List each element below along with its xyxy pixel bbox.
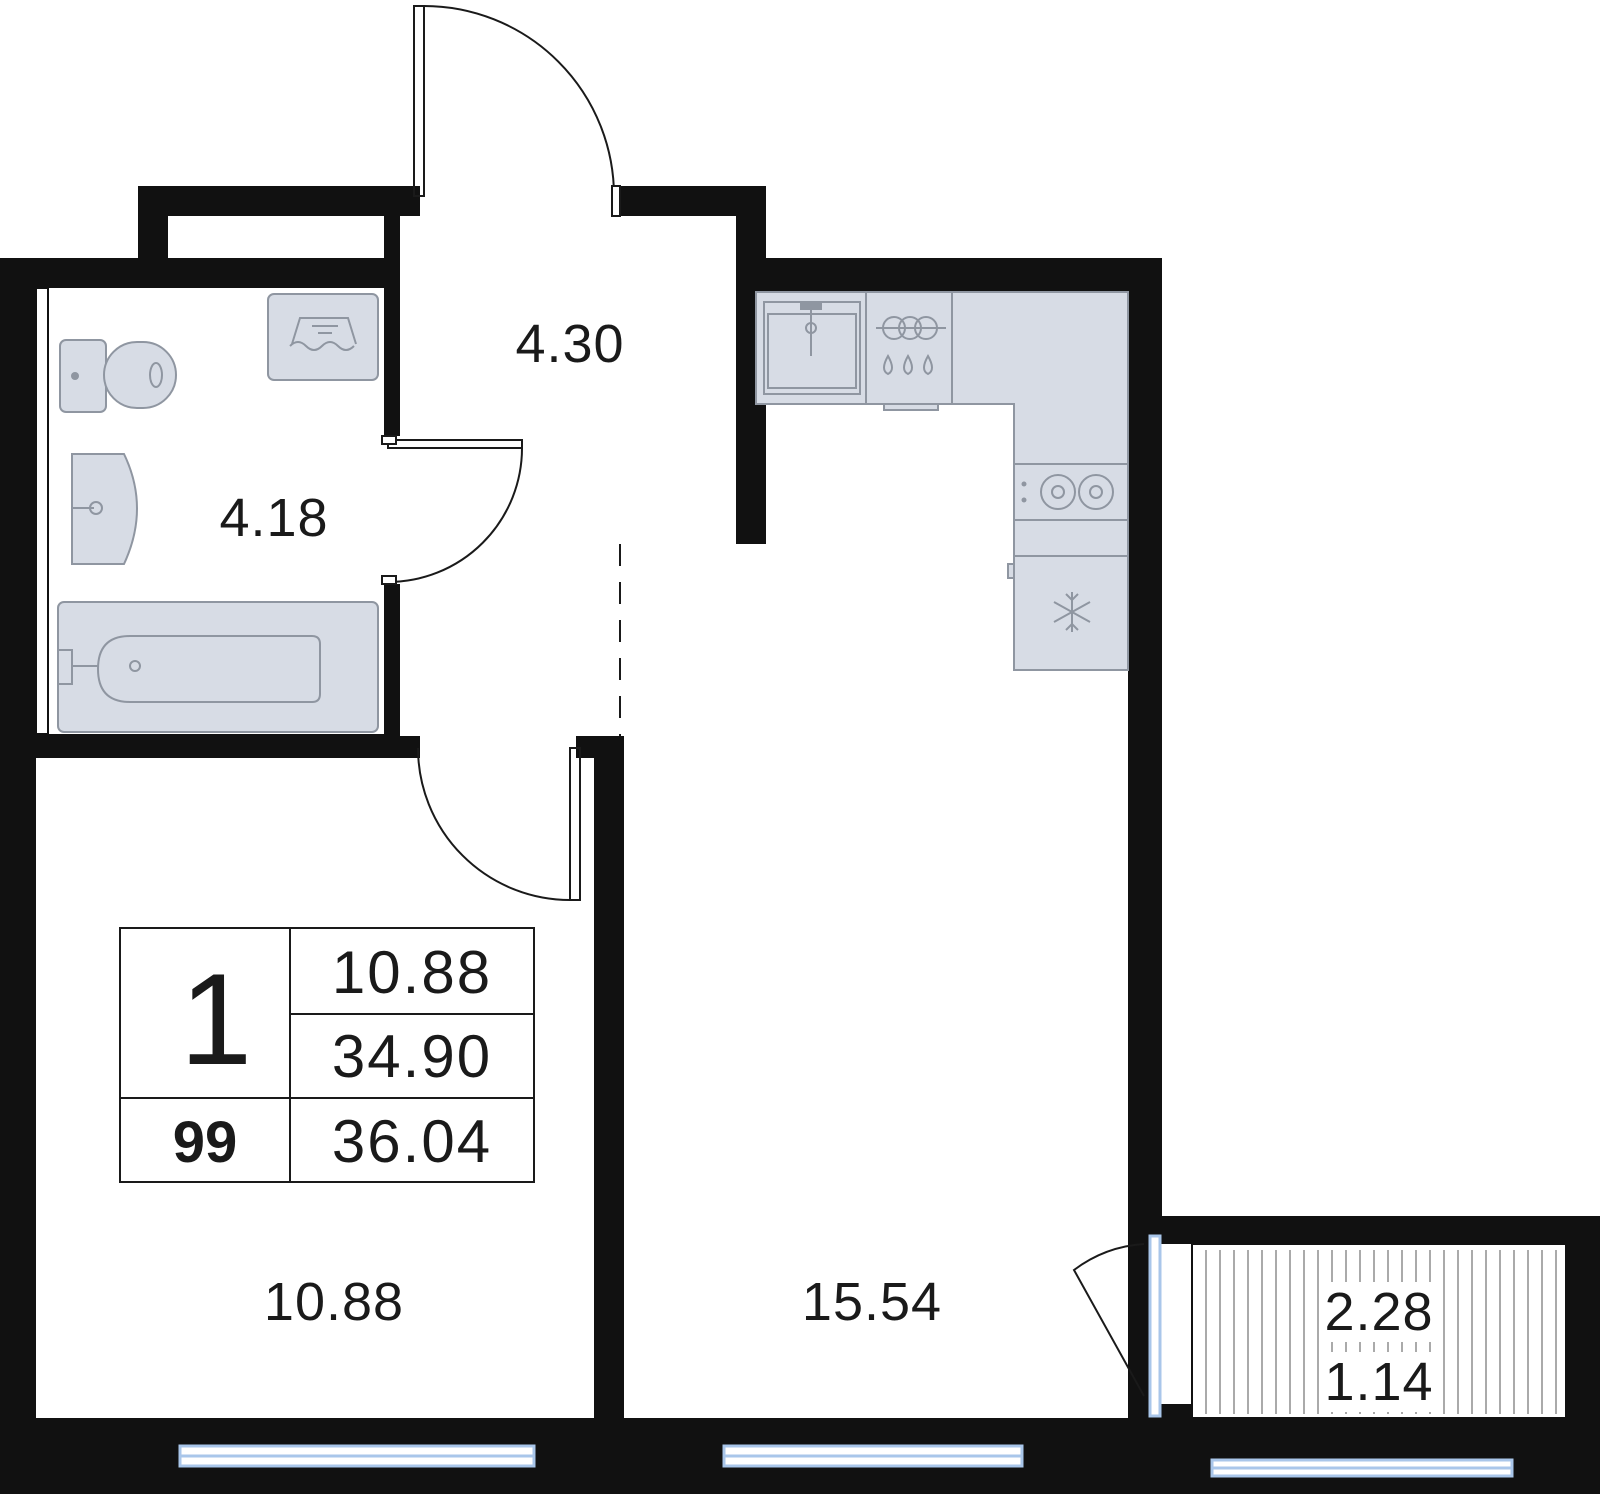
- cooktop-icon: [1013, 463, 1129, 521]
- bedroom-area: 10.88: [264, 1272, 404, 1332]
- entrance-door: [413, 5, 425, 197]
- balcony-door-glass: [1148, 1234, 1162, 1418]
- balcony-door: [1072, 1243, 1145, 1397]
- sink-icon: [71, 453, 138, 565]
- living-area: 10.88: [332, 939, 492, 1006]
- windows: [178, 1234, 1514, 1478]
- total-area-with-balcony: 36.04: [332, 1108, 492, 1175]
- toilet-icon: [59, 339, 177, 413]
- dishwasher-icon: [865, 291, 953, 411]
- bathroom-area: 4.18: [219, 488, 328, 548]
- kitchen-living-area: 15.54: [802, 1272, 942, 1332]
- doors: [381, 5, 1145, 1397]
- washing-machine-icon: [267, 293, 379, 381]
- bedroom-door: [569, 747, 581, 901]
- apartment-number: 99: [173, 1110, 238, 1175]
- total-area: 34.90: [332, 1023, 492, 1090]
- hall-area: 4.30: [515, 314, 624, 374]
- balcony-area-reduced: 1.14: [1324, 1352, 1433, 1412]
- summary-box: 1 99 10.88 34.90 36.04: [119, 927, 535, 1183]
- fridge-icon: [1007, 555, 1129, 671]
- walls: [0, 186, 1600, 1494]
- balcony-area: 2.28: [1324, 1282, 1433, 1342]
- bathtub-icon: [57, 601, 379, 733]
- kitchen-sink-icon: [763, 301, 861, 395]
- rooms-count: 1: [180, 946, 252, 1092]
